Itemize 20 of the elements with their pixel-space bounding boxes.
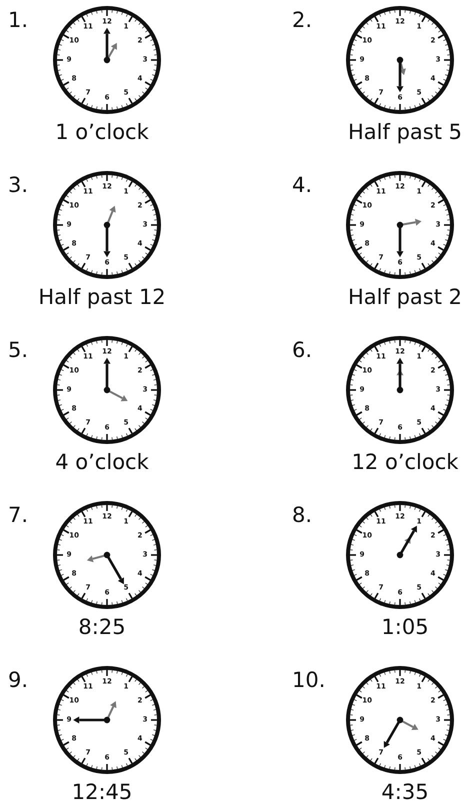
time-caption: 1:05 [381, 617, 429, 638]
question-number: 2. [292, 10, 312, 31]
question-number: 3. [8, 175, 28, 196]
question-number: 8. [292, 505, 312, 526]
question-number: 6. [292, 340, 312, 361]
time-caption: 1 o’clock [55, 122, 149, 143]
time-caption: Half past 12 [38, 287, 166, 308]
question-number: 5. [8, 340, 28, 361]
question-number: 9. [8, 670, 28, 691]
time-caption: 4 o’clock [55, 452, 149, 473]
question-number: 7. [8, 505, 28, 526]
time-caption: 12 o’clock [352, 452, 458, 473]
time-caption: 8:25 [78, 617, 126, 638]
time-caption: Half past 5 [348, 122, 462, 143]
time-caption: 4:35 [381, 782, 429, 803]
question-number: 10. [292, 670, 326, 691]
question-number: 1. [8, 10, 28, 31]
question-number: 4. [292, 175, 312, 196]
time-caption: 12:45 [72, 782, 132, 803]
time-caption: Half past 2 [348, 287, 462, 308]
